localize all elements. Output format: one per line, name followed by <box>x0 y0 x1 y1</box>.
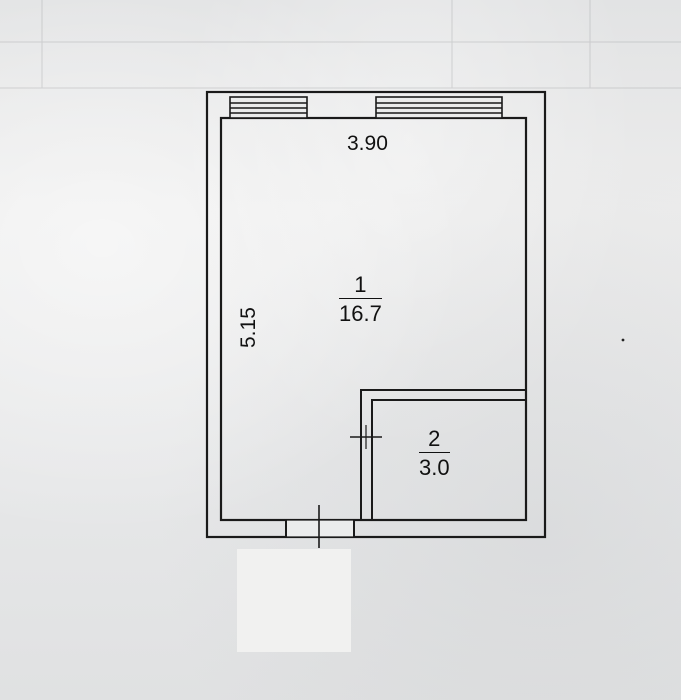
redacted-area <box>237 549 351 652</box>
window-left <box>229 96 308 119</box>
faded-table-lines <box>0 0 681 89</box>
dimension-height: 5.15 <box>237 307 260 348</box>
dimension-width: 3.90 <box>347 132 388 155</box>
pen-dot <box>621 338 625 342</box>
inner-wall <box>219 116 528 522</box>
entrance-door <box>285 505 355 548</box>
room-1-area: 16.7 <box>339 301 382 327</box>
bathroom-door-mark <box>350 425 382 449</box>
room-1-label: 1 16.7 <box>339 273 382 325</box>
window-right <box>375 96 503 119</box>
partition-wall <box>360 389 526 520</box>
outer-wall <box>205 90 547 539</box>
partition-wall-inner <box>371 399 526 520</box>
room-2-area: 3.0 <box>419 455 450 481</box>
room-2-number: 2 <box>419 427 450 454</box>
room-2-label: 2 3.0 <box>419 427 450 479</box>
room-1-number: 1 <box>339 273 382 300</box>
